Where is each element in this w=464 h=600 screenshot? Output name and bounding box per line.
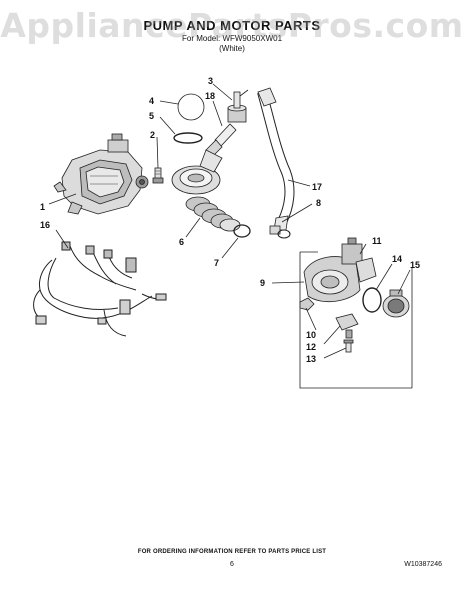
callout-numbers: 1 2 3 4 5 6 7 8 9 10 11 12 13 14 15 16 1…	[40, 76, 420, 364]
callout-8: 8	[316, 198, 321, 208]
small-clamp	[269, 225, 291, 239]
pump-screw	[343, 339, 354, 353]
document-number: W10387246	[404, 561, 442, 568]
callout-13: 13	[306, 354, 316, 364]
callout-1: 1	[40, 202, 45, 212]
drain-hose	[257, 87, 295, 231]
sump-assembly	[171, 149, 223, 195]
pump-o-ring	[362, 287, 382, 313]
drain-valve	[227, 89, 249, 123]
pump-assembly-box	[299, 251, 413, 389]
drive-motor	[53, 133, 149, 215]
callout-3: 3	[208, 76, 213, 86]
leader-lines	[48, 83, 411, 359]
callout-10: 10	[306, 330, 316, 340]
wire-harness	[33, 241, 167, 337]
page-number: 6	[230, 561, 234, 568]
callout-17: 17	[312, 182, 322, 192]
callout-15: 15	[410, 260, 420, 270]
callout-9: 9	[260, 278, 265, 288]
spring-ring	[173, 132, 203, 144]
ordering-note: FOR ORDERING INFORMATION REFER TO PARTS …	[137, 549, 327, 555]
color-line: (White)	[219, 44, 245, 53]
callout-2: 2	[150, 130, 155, 140]
callout-7: 7	[214, 258, 219, 268]
callout-14: 14	[392, 254, 402, 264]
pump-nut	[299, 297, 315, 311]
model-line: For Model: WFW9050XW01	[181, 34, 283, 43]
page-title: PUMP AND MOTOR PARTS	[143, 18, 321, 33]
callout-4: 4	[149, 96, 154, 106]
ball	[177, 93, 205, 121]
hose-clamp	[233, 224, 251, 238]
callout-11: 11	[372, 236, 382, 246]
motor-bolt	[152, 167, 164, 184]
callout-5: 5	[149, 111, 154, 121]
callout-18: 18	[205, 91, 215, 101]
pump-bracket	[335, 313, 359, 339]
callout-6: 6	[179, 237, 184, 247]
callout-16: 16	[40, 220, 50, 230]
pump-filter-cap	[382, 289, 410, 318]
drain-pump	[303, 237, 377, 303]
callout-12: 12	[306, 342, 316, 352]
